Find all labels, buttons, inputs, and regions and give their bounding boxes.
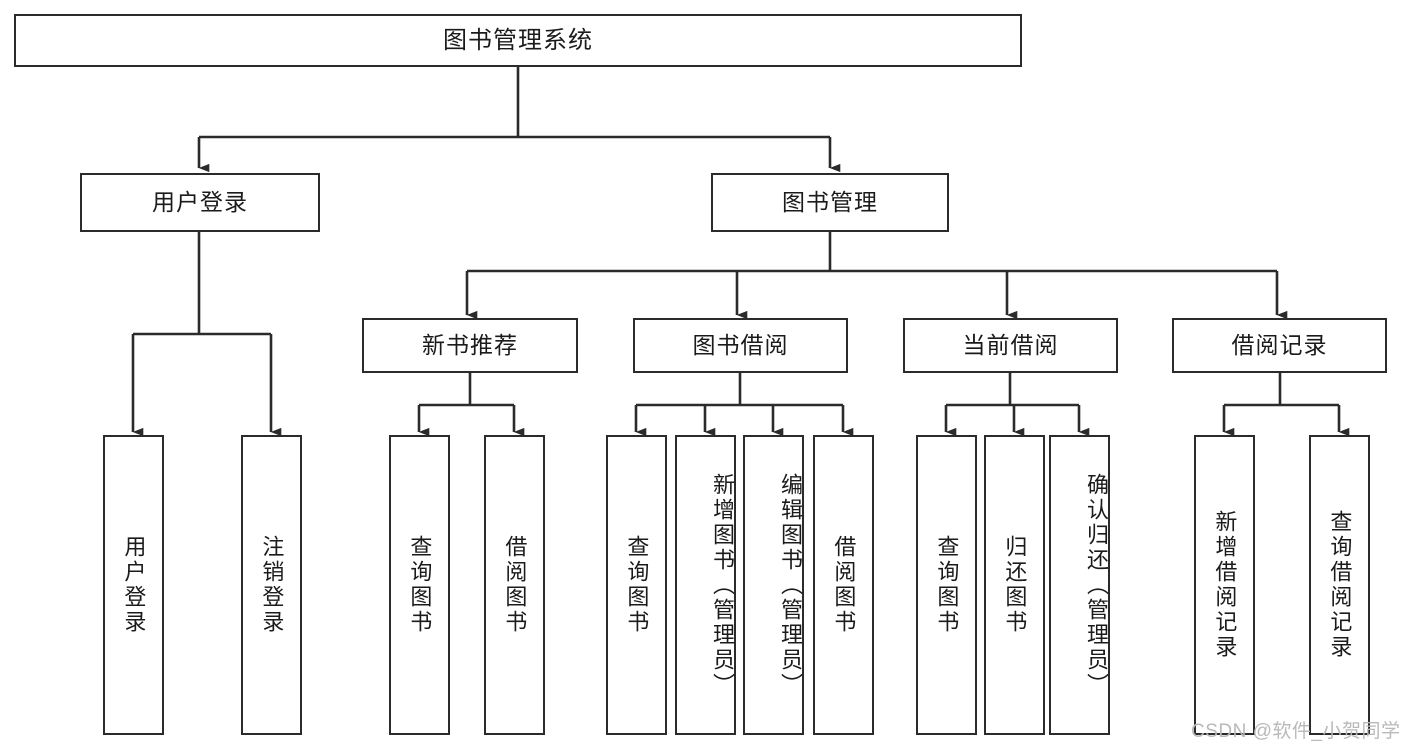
node-leaf-query-record-label: 查询借阅记录	[1327, 510, 1353, 660]
node-leaf-confirm-return[interactable]: 确认归还（管理员）	[1049, 435, 1110, 735]
node-leaf-logout-login-label: 注销登录	[259, 535, 285, 635]
node-leaf-query-book-1[interactable]: 查询图书	[389, 435, 450, 735]
node-leaf-user-login[interactable]: 用户登录	[103, 435, 164, 735]
node-leaf-add-book-label: 新增图书（管理员）	[710, 472, 735, 698]
node-leaf-add-record[interactable]: 新增借阅记录	[1194, 435, 1255, 735]
node-leaf-borrow-book-2[interactable]: 借阅图书	[813, 435, 874, 735]
node-borrow-record[interactable]: 借阅记录	[1172, 318, 1387, 373]
node-leaf-return-book-label: 归还图书	[1002, 535, 1028, 635]
node-new-book-recommend-label: 新书推荐	[422, 332, 518, 359]
node-user-login[interactable]: 用户登录	[80, 173, 320, 232]
node-current-borrow[interactable]: 当前借阅	[903, 318, 1118, 373]
node-root[interactable]: 图书管理系统	[14, 14, 1022, 67]
node-leaf-query-book-1-label: 查询图书	[407, 535, 433, 635]
node-current-borrow-label: 当前借阅	[962, 332, 1059, 359]
node-book-manage-label: 图书管理	[782, 189, 878, 216]
node-leaf-query-book-3[interactable]: 查询图书	[916, 435, 977, 735]
node-leaf-add-book[interactable]: 新增图书（管理员）	[675, 435, 736, 735]
watermark-text: CSDN @软件_小贺同学	[1191, 721, 1401, 742]
node-leaf-confirm-return-label: 确认归还（管理员）	[1084, 472, 1109, 698]
node-leaf-edit-book[interactable]: 编辑图书（管理员）	[743, 435, 804, 735]
node-root-label: 图书管理系统	[443, 26, 593, 54]
node-leaf-return-book[interactable]: 归还图书	[984, 435, 1045, 735]
node-leaf-query-book-2[interactable]: 查询图书	[606, 435, 667, 735]
node-book-manage[interactable]: 图书管理	[711, 173, 949, 232]
node-leaf-user-login-label: 用户登录	[121, 535, 147, 635]
node-book-borrow[interactable]: 图书借阅	[633, 318, 848, 373]
node-leaf-borrow-book-1-label: 借阅图书	[502, 535, 528, 635]
node-leaf-query-book-2-label: 查询图书	[624, 535, 650, 635]
node-leaf-add-record-label: 新增借阅记录	[1212, 510, 1238, 660]
node-book-borrow-label: 图书借阅	[692, 332, 789, 359]
node-leaf-query-record[interactable]: 查询借阅记录	[1309, 435, 1370, 735]
node-borrow-record-label: 借阅记录	[1231, 332, 1328, 359]
node-leaf-query-book-3-label: 查询图书	[934, 535, 960, 635]
node-user-login-label: 用户登录	[152, 189, 248, 216]
node-leaf-edit-book-label: 编辑图书（管理员）	[778, 472, 803, 698]
node-new-book-recommend[interactable]: 新书推荐	[362, 318, 578, 373]
node-leaf-borrow-book-1[interactable]: 借阅图书	[484, 435, 545, 735]
node-leaf-logout-login[interactable]: 注销登录	[241, 435, 302, 735]
node-leaf-borrow-book-2-label: 借阅图书	[831, 535, 857, 635]
